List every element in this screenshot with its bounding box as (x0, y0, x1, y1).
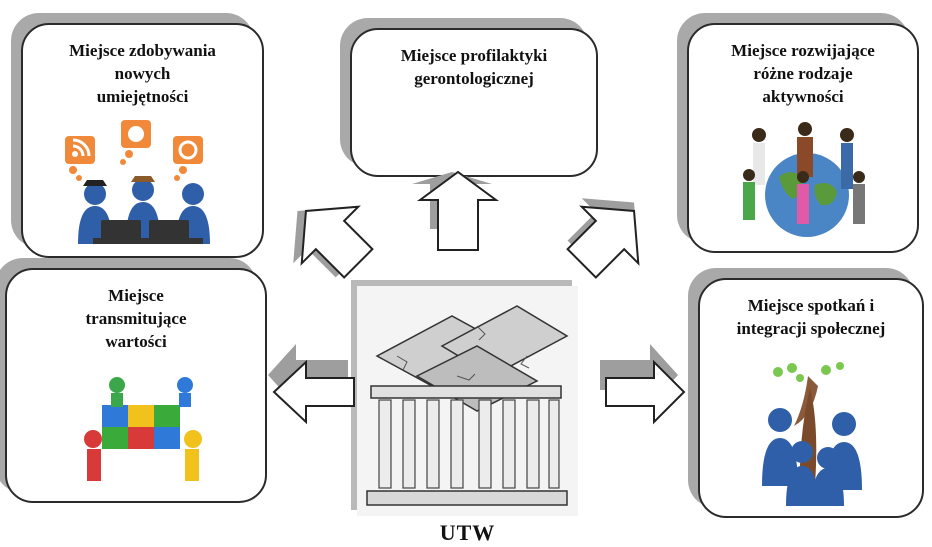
box-integration-label: Miejsce spotkań i integracji społecznej (736, 296, 886, 338)
arrow-left (268, 344, 355, 425)
box-prophylaxis-label: Miejsce profilaktyki gerontologicznej (400, 46, 548, 88)
arrow-up-right (566, 198, 640, 279)
box-skills: Miejsce zdobywania nowych umiejętności (21, 23, 264, 258)
center-image (357, 286, 578, 516)
center-label: UTW (439, 520, 496, 545)
arrow-up-left (293, 205, 374, 279)
arrow-right (600, 344, 686, 425)
box-activity-label: Miejsce rozwijające różne rodzaje aktywn… (731, 41, 875, 106)
puzzle-team-icon (84, 377, 202, 481)
box-prophylaxis: Miejsce profilaktyki gerontologicznej (350, 28, 598, 177)
box-integration: Miejsce spotkań i integracji społecznej (698, 278, 924, 518)
box-activity: Miejsce rozwijające różne rodzaje aktywn… (687, 23, 919, 253)
box-values: Miejsce transmitujące wartości (5, 268, 267, 503)
university-building-icon (366, 305, 569, 506)
people-around-globe-icon (743, 122, 865, 237)
arrow-up (412, 170, 500, 251)
box-values-label: Miejsce transmitujące wartości (85, 286, 187, 351)
box-skills-label: Miejsce zdobywania nowych umiejętności (69, 41, 216, 106)
people-at-tree-icon (762, 362, 862, 506)
people-at-laptops-icon (65, 120, 210, 244)
rss-bubble-icon (65, 136, 95, 181)
